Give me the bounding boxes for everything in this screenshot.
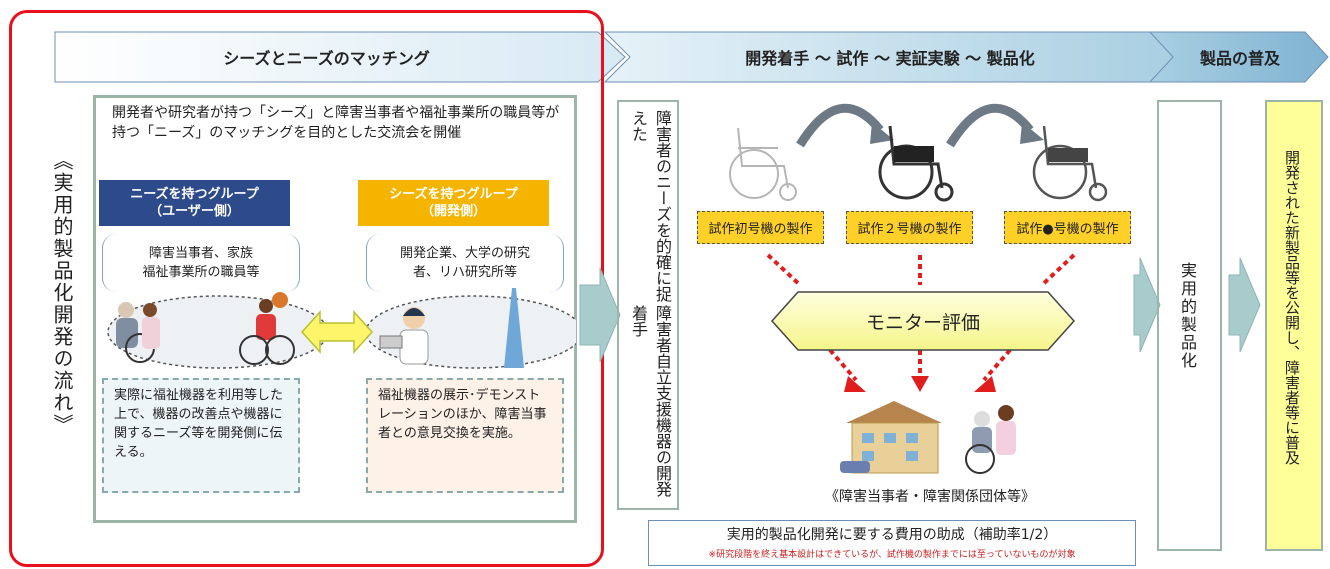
seeds-members-2: 者、リハ研究所等 bbox=[412, 265, 517, 280]
stage1-label: シーズとニーズのマッチング bbox=[223, 49, 430, 68]
proto-box-1: 試作初号機の製作 bbox=[697, 211, 824, 244]
seeds-group-header: シーズを持つグループ （開発側） bbox=[358, 180, 549, 226]
wheelchair-proto1-icon bbox=[729, 127, 797, 201]
facility-illustration bbox=[840, 401, 1016, 474]
matching-illustration bbox=[107, 288, 576, 369]
red-arrowhead-2-icon bbox=[911, 376, 929, 392]
needs-role-box: 実際に福祉機器を利用等した上で、機器の改善点や機器に関するニーズ等を開発側に伝え… bbox=[102, 378, 300, 493]
seeds-title-2: （開発側） bbox=[420, 204, 486, 219]
proto-box-2: 試作２号機の製作 bbox=[846, 211, 973, 244]
arrow-to-product-icon bbox=[1133, 257, 1161, 353]
curve-arrow-2-icon bbox=[946, 103, 1034, 148]
tower-icon bbox=[504, 288, 524, 368]
user-people-icon bbox=[116, 302, 160, 363]
curve-arrow-1-icon bbox=[796, 103, 884, 148]
stage1-arrow bbox=[54, 31, 626, 83]
double-arrow-icon bbox=[300, 310, 374, 354]
stage3-label: 製品の普及 bbox=[1199, 49, 1280, 68]
needs-members-2: 福祉事業所の職員等 bbox=[142, 265, 260, 280]
subsidy-note: ※研究段階を終え基本設計はできているが、試作機の製作までには至っていないものが対… bbox=[708, 549, 1076, 560]
red-arrowhead-1-icon bbox=[844, 376, 866, 392]
groups-caption: 《障害当事者・障害関係団体等》 bbox=[825, 489, 1035, 505]
caregiver-wheelchair-icon bbox=[965, 405, 1016, 474]
spread-box bbox=[1265, 100, 1323, 551]
wheelchair-proto3-icon bbox=[1032, 125, 1108, 202]
seeds-role-box: 福祉機器の展示･デモンストレーションのほか、障害当事者との意見交換を実施。 bbox=[366, 378, 564, 493]
monitor-hexagon bbox=[770, 291, 1076, 351]
dev-start-col2: 障害者自立支援機器の開発着手 bbox=[629, 305, 672, 497]
matching-description: 開発者や研究者が持つ「シーズ」と障害当事者や福祉事業所の職員等が持つ「ニーズ」の… bbox=[112, 105, 560, 141]
arrow-to-spread-icon bbox=[1228, 257, 1261, 353]
dev-start-text: 障害者のニーズを的確に捉えた 障害者自立支援機器の開発着手 bbox=[622, 110, 674, 500]
seeds-members: 開発企業、大学の研究 者、リハ研究所等 bbox=[366, 234, 564, 292]
productization-box bbox=[1157, 100, 1222, 551]
header-arrows bbox=[54, 31, 1329, 83]
stage3-arrow bbox=[1148, 31, 1329, 83]
wheelchair-athlete-icon bbox=[239, 292, 295, 365]
needs-title-2: （ユーザー側） bbox=[149, 204, 240, 219]
dev-start-col1: 障害者のニーズを的確に捉えた bbox=[629, 110, 672, 302]
needs-members: 障害当事者、家族 福祉事業所の職員等 bbox=[102, 234, 300, 292]
spread-label: 開発された新製品等を公開し、障害者等に普及 bbox=[1283, 150, 1301, 465]
building-icon bbox=[840, 401, 942, 474]
needs-group-header: ニーズを持つグループ （ユーザー側） bbox=[99, 180, 290, 226]
proto-box-3: 試作●号機の製作 bbox=[1004, 211, 1131, 244]
red-arrowhead-3-icon bbox=[974, 376, 996, 392]
monitor-label: モニター評価 bbox=[865, 311, 980, 334]
matching-panel bbox=[93, 95, 577, 523]
arrow-to-dev-icon bbox=[579, 267, 621, 363]
flow-title-vertical: 《実用的製品化開発の流れ》 bbox=[50, 150, 74, 436]
needs-members-1: 障害当事者、家族 bbox=[148, 246, 253, 261]
stage2-label: 開発着手 〜 試作 〜 実証実験 〜 製品化 bbox=[745, 49, 1035, 68]
wheelchair-proto2-icon bbox=[878, 125, 954, 202]
needs-title-1: ニーズを持つグループ bbox=[130, 187, 259, 202]
seeds-title-1: シーズを持つグループ bbox=[389, 187, 518, 202]
dev-start-box bbox=[617, 100, 679, 510]
productization-label: 実用的製品化 bbox=[1178, 262, 1197, 370]
subsidy-box: 実用的製品化開発に要する費用の助成（補助率1/2） ※研究段階を終え基本設計はで… bbox=[648, 520, 1136, 566]
seeds-members-1: 開発企業、大学の研究 bbox=[399, 246, 530, 261]
subsidy-title: 実用的製品化開発に要する費用の助成（補助率1/2） bbox=[726, 527, 1058, 543]
researcher-icon bbox=[379, 307, 429, 365]
